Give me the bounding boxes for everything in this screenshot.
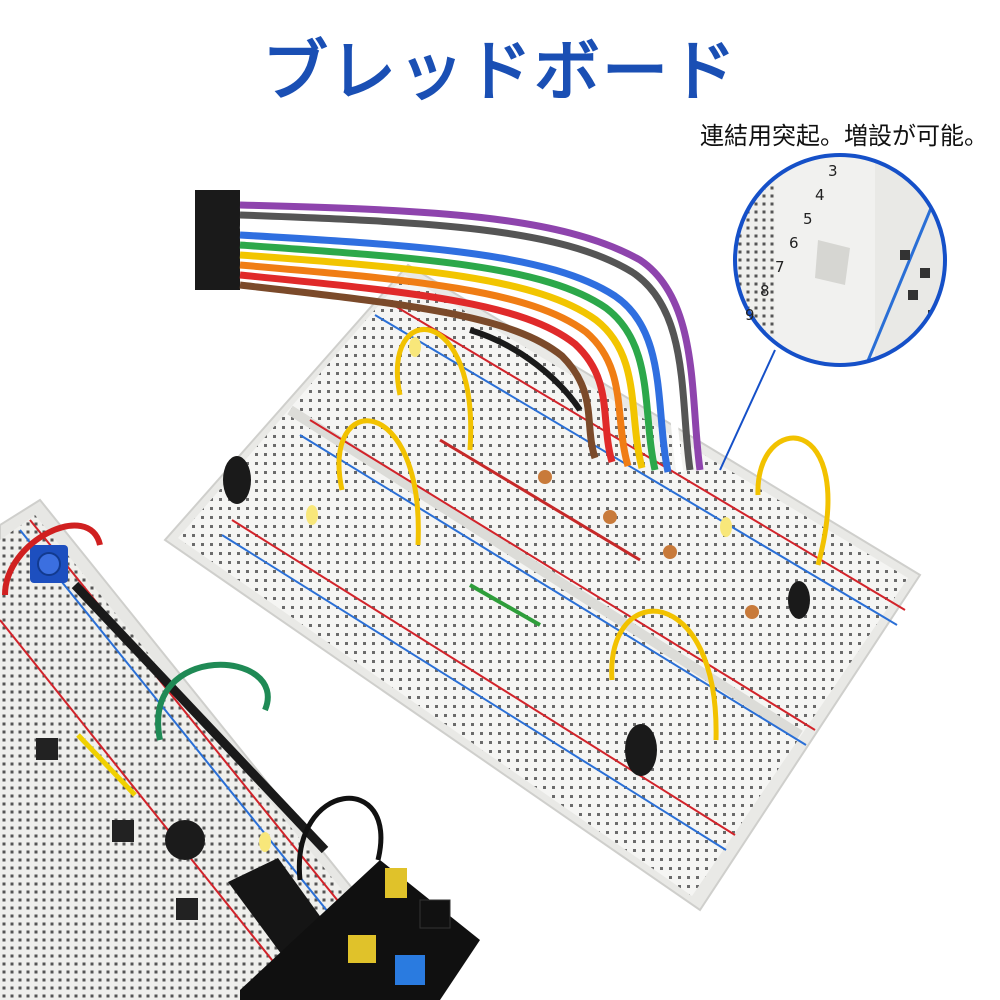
row-number-label: 8	[760, 282, 770, 300]
row-number-label: 4	[815, 186, 825, 204]
electrolytic-capacitor	[223, 456, 810, 776]
feature-caption: 連結用突起。増設が可能。	[700, 122, 988, 150]
row-number-label: 7	[775, 258, 785, 276]
page-title: ブレッドボード	[262, 33, 738, 110]
connector-tab	[815, 240, 850, 285]
row-number-label: 5	[803, 210, 813, 228]
ribbon-cable	[195, 190, 704, 473]
zoom-inset: 3 4 5 6 7 8 9	[719, 153, 947, 471]
buzzer	[165, 820, 205, 860]
zoom-pointer-line	[719, 349, 776, 471]
yellow-jumper-wires	[336, 327, 831, 741]
push-button	[36, 738, 58, 760]
led	[259, 337, 732, 852]
row-number-label: 6	[789, 234, 799, 252]
ceramic-capacitor	[538, 470, 759, 619]
left-breadboard	[0, 498, 480, 1000]
zoom-ring	[733, 153, 947, 367]
row-number-label: 9	[745, 306, 755, 324]
row-number-label: 3	[828, 162, 838, 180]
